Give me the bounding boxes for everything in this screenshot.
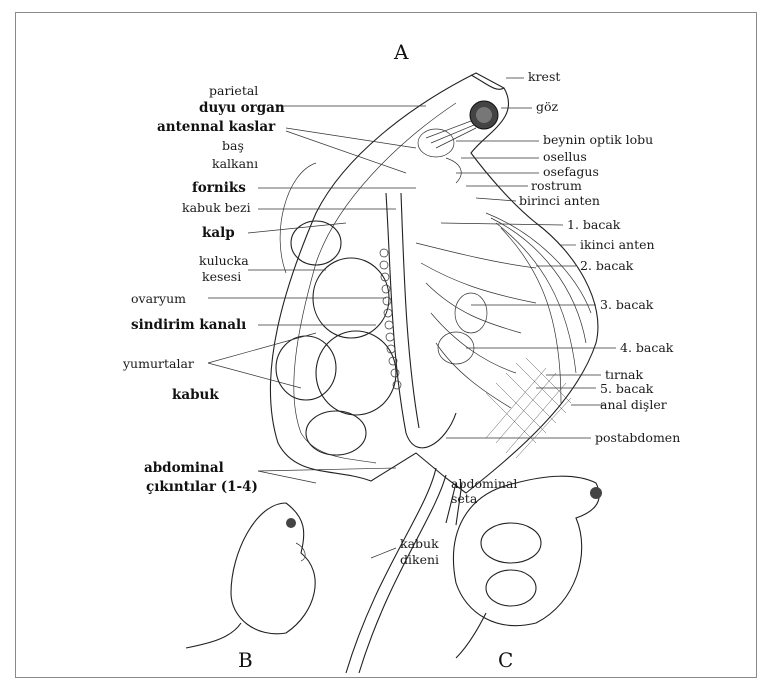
figure-b [186, 503, 315, 648]
label-abdominal: abdominal [144, 460, 224, 476]
label-kalp: kalp [202, 225, 235, 241]
label-bacak-5: 5. bacak [600, 381, 654, 396]
label-bacak-2: 2. bacak [580, 258, 634, 273]
label-parietal: parietal [209, 83, 258, 98]
label-tirnak: tırnak [605, 367, 643, 382]
label-abdominal-seta-2: seta [451, 491, 478, 506]
panel-label-a: A [393, 40, 409, 64]
label-forniks: forniks [192, 180, 246, 196]
label-beynin-optik-lobu: beynin optik lobu [543, 132, 653, 147]
daphnia-anatomy-diagram: A B C parietal duyu org [16, 13, 756, 677]
label-goz: göz [536, 99, 559, 114]
label-osellus: osellus [543, 149, 587, 164]
label-yumurtalar: yumurtalar [122, 356, 194, 371]
label-birinci-anten: birinci anten [519, 193, 600, 208]
label-postabdomen: postabdomen [595, 430, 680, 445]
label-kalkani: kalkanı [212, 156, 258, 171]
label-duyu-organ: duyu organ [199, 100, 285, 116]
label-kulucka: kulucka [199, 253, 249, 268]
label-kabuk: kabuk [172, 387, 219, 403]
label-antennal-kaslar: antennal kaslar [157, 119, 276, 135]
panel-label-c: C [498, 648, 513, 672]
panel-label-b: B [238, 648, 253, 672]
label-kabuk-dikeni-2: dikeni [400, 552, 439, 567]
label-abdominal-seta-1: abdominal [451, 476, 517, 491]
label-anal-disler: anal dişler [600, 397, 667, 412]
label-sindirim-kanali: sindirim kanalı [131, 317, 246, 333]
label-kabuk-bezi: kabuk bezi [182, 200, 251, 215]
label-ikinci-anten: ikinci anten [580, 237, 655, 252]
label-bacak-3: 3. bacak [600, 297, 654, 312]
label-bacak-1: 1. bacak [567, 217, 621, 232]
label-osefagus: osefagus [543, 164, 599, 179]
label-cikintilar: çıkıntılar (1-4) [146, 479, 258, 495]
label-bas: baş [222, 138, 244, 153]
figure-frame: A B C parietal duyu org [15, 12, 757, 678]
label-krest: krest [528, 69, 560, 84]
label-kabuk-dikeni-1: kabuk [400, 536, 439, 551]
label-ovaryum: ovaryum [131, 291, 186, 306]
label-bacak-4: 4. bacak [620, 340, 674, 355]
label-rostrum: rostrum [531, 178, 582, 193]
label-kesesi: kesesi [202, 269, 241, 284]
